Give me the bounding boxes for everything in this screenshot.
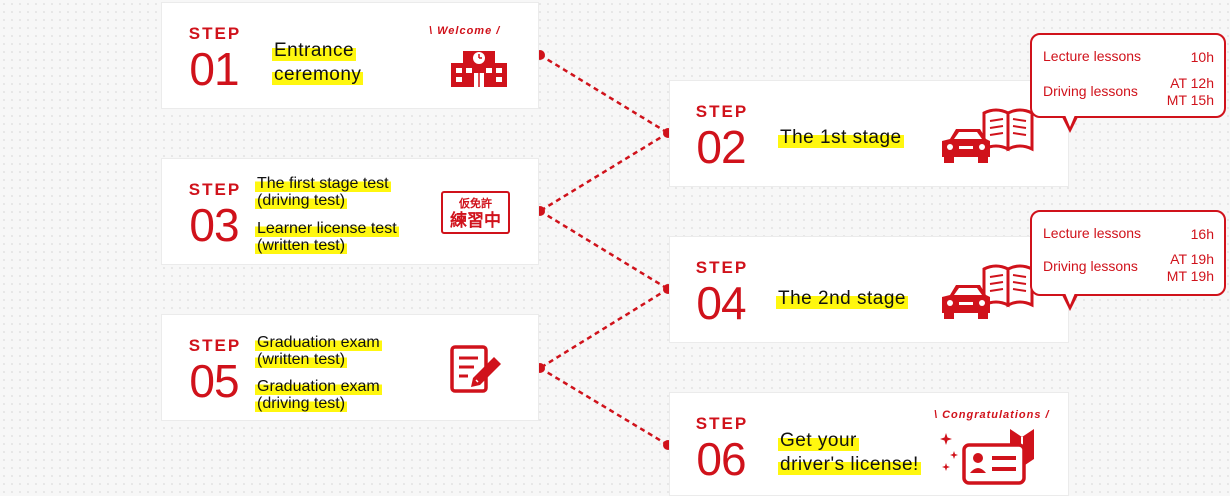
step-title-line-1: The 2nd stage — [776, 288, 908, 309]
welcome-caption: \ Welcome / — [429, 25, 501, 37]
step-06-card: STEP 06 Get your driver's license! \ Con… — [669, 392, 1069, 496]
driving-lessons-mt-hours: MT 15h — [1166, 92, 1214, 108]
lecture-lessons-label: Lecture lessons — [1043, 225, 1142, 241]
step-description: Learner license test (written test) — [255, 220, 435, 254]
step-number: 02 — [696, 121, 746, 173]
driving-lessons-label: Driving lessons — [1043, 83, 1138, 99]
step-title: The 2nd stage — [776, 287, 908, 311]
bubble-tail — [1062, 115, 1078, 133]
license-card-icon — [962, 429, 1034, 485]
step-number: 03 — [189, 199, 239, 251]
badge-top-text: 仮免許 — [459, 198, 492, 210]
driving-lessons-label: Driving lessons — [1043, 258, 1138, 274]
car-and-book-icon — [942, 264, 1034, 319]
step-04-card: STEP 04 The 2nd stage — [669, 236, 1069, 343]
driving-lessons-at-hours: AT 19h — [1170, 251, 1214, 267]
description-line: (driving test) — [255, 395, 348, 412]
step-title: Entrance ceremony — [272, 39, 364, 87]
step-label: STEP — [695, 102, 749, 121]
step-label: STEP — [695, 258, 749, 277]
step-title-line-2: ceremony — [272, 64, 364, 85]
lecture-lessons-label: Lecture lessons — [1043, 48, 1142, 64]
school-building-icon — [451, 51, 507, 87]
description-line: The first stage test — [255, 175, 391, 192]
step-title-line-1: Entrance — [272, 40, 357, 61]
description-line: Learner license test — [255, 220, 399, 237]
driving-lessons-mt-hours: MT 19h — [1166, 268, 1214, 284]
description-line: Graduation exam — [255, 334, 382, 351]
congratulations-caption: \ Congratulations / — [934, 409, 1050, 421]
step-number: 06 — [696, 433, 746, 485]
lecture-lessons-hours: 16h — [1190, 226, 1214, 242]
description-line: (written test) — [255, 351, 348, 368]
learner-badge-icon: 仮免許 練習中 — [441, 191, 510, 234]
description-line: (written test) — [255, 237, 348, 254]
step-number: 01 — [189, 43, 239, 95]
step-description: The first stage test (driving test) — [255, 175, 435, 209]
exam-sheet-pencil-icon — [450, 345, 501, 393]
lesson-hours-bubble: Lecture lessons 10h Driving lessons AT 1… — [1030, 33, 1226, 133]
step-description: Graduation exam (written test) — [255, 334, 435, 368]
driving-lessons-at-hours: AT 12h — [1170, 75, 1214, 91]
sparkle-icon — [940, 433, 958, 471]
step-label: STEP — [695, 414, 749, 433]
step-label: STEP — [188, 24, 242, 43]
description-line: (driving test) — [255, 192, 348, 209]
step-02-card: STEP 02 The 1st stage — [669, 80, 1069, 187]
lesson-hours-bubble: Lecture lessons 16h Driving lessons AT 1… — [1030, 210, 1226, 311]
step-title: The 1st stage — [778, 126, 904, 150]
step-03-card: STEP 03 The first stage test (driving te… — [161, 158, 539, 265]
step-description: Graduation exam (driving test) — [255, 378, 435, 412]
badge-main-text: 練習中 — [450, 211, 501, 230]
step-title-line-1: The 1st stage — [778, 127, 904, 148]
step-number: 04 — [696, 277, 746, 329]
step-label: STEP — [188, 336, 242, 355]
step-05-card: STEP 05 Graduation exam (written test) G… — [161, 314, 539, 421]
step-label: STEP — [188, 180, 242, 199]
step-number: 05 — [189, 355, 239, 407]
step-01-card: STEP 01 Entrance ceremony \ Welcome / — [161, 2, 539, 109]
step-title-line-1: Get your — [778, 430, 859, 451]
description-line: Graduation exam — [255, 378, 382, 395]
step-title: Get your driver's license! — [778, 429, 921, 477]
car-and-book-icon — [942, 108, 1034, 163]
step-title-line-2: driver's license! — [778, 454, 921, 475]
lecture-lessons-hours: 10h — [1190, 49, 1214, 65]
bubble-tail — [1062, 293, 1078, 311]
